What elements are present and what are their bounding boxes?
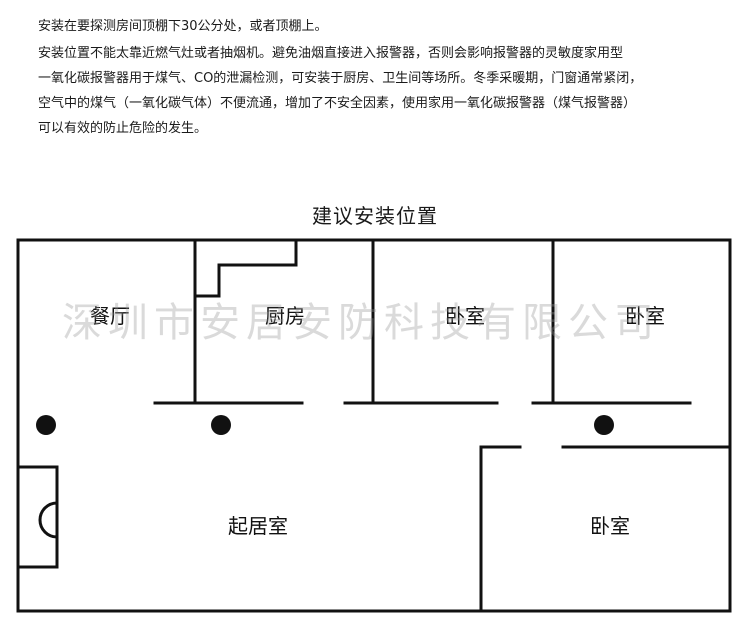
detector-dot-1: [36, 415, 56, 435]
kitchen-counter: [193, 238, 298, 298]
room-label-kitchen: 厨房: [265, 304, 305, 328]
alcove: [16, 465, 59, 569]
detector-dot-3: [594, 415, 614, 435]
alcove-arc: [38, 501, 59, 539]
intro-line-2: 安装位置不能太靠近燃气灶或者抽烟机。避免油烟直接进入报警器，否则会影响报警器的灵…: [38, 46, 624, 61]
detector-dot-2: [211, 415, 231, 435]
room-label-dining: 餐厅: [90, 304, 130, 328]
room-label-living: 起居室: [228, 514, 288, 538]
intro-text: 安装在要探测房间顶棚下30公分处，或者顶棚上。 安装位置不能太靠近燃气灶或者抽烟…: [38, 14, 738, 141]
intro-line-4: 空气中的煤气（一氧化碳气体）不便流通，增加了不安全因素，使用家用一氧化碳报警器（…: [38, 96, 637, 111]
intro-line-3: 一氧化碳报警器用于煤气、CO的泄漏检测，可安装于厨房、卫生间等场所。冬季采暖期，…: [38, 71, 643, 86]
room-label-bedroom-2: 卧室: [625, 304, 665, 328]
intro-line-5: 可以有效的防止危险的发生。: [38, 121, 208, 136]
room-label-bedroom-1: 卧室: [445, 304, 485, 328]
walls: [16, 238, 732, 613]
intro-line-1: 安装在要探测房间顶棚下30公分处，或者顶棚上。: [38, 19, 328, 34]
detectors: [36, 415, 614, 435]
room-label-bedroom-3: 卧室: [590, 514, 630, 538]
plan-title: 建议安装位置: [312, 204, 438, 228]
